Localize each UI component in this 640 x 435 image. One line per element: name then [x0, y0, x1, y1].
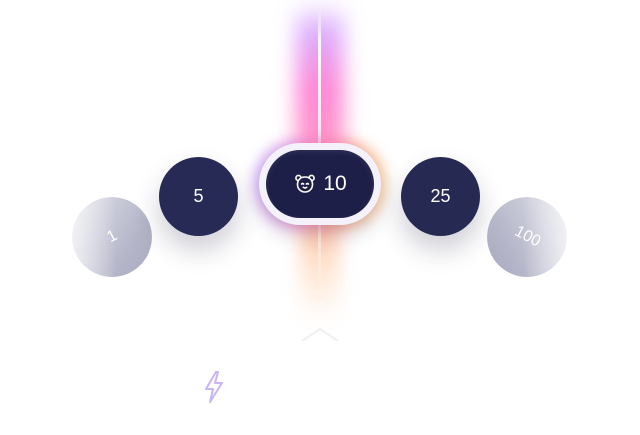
chip-option-1-label: 1 [103, 226, 120, 247]
beam-core-top [318, 6, 321, 154]
chip-option-25-label: 25 [430, 186, 451, 206]
lightning-bolt-icon[interactable] [201, 370, 227, 404]
selection-pointer-icon [301, 328, 339, 342]
selected-chip-pill[interactable]: 10 [266, 150, 374, 218]
chip-option-100-label: 100 [511, 222, 544, 251]
bear-icon [293, 172, 317, 196]
beam-core-bottom [318, 214, 321, 304]
chip-option-5-label: 5 [193, 186, 204, 206]
chip-option-1[interactable]: 1 [72, 197, 152, 277]
chip-option-25[interactable]: 25 [401, 157, 480, 236]
selected-chip-value: 10 [323, 172, 347, 195]
chip-option-5[interactable]: 5 [159, 157, 238, 236]
chip-option-100[interactable]: 100 [487, 197, 567, 277]
